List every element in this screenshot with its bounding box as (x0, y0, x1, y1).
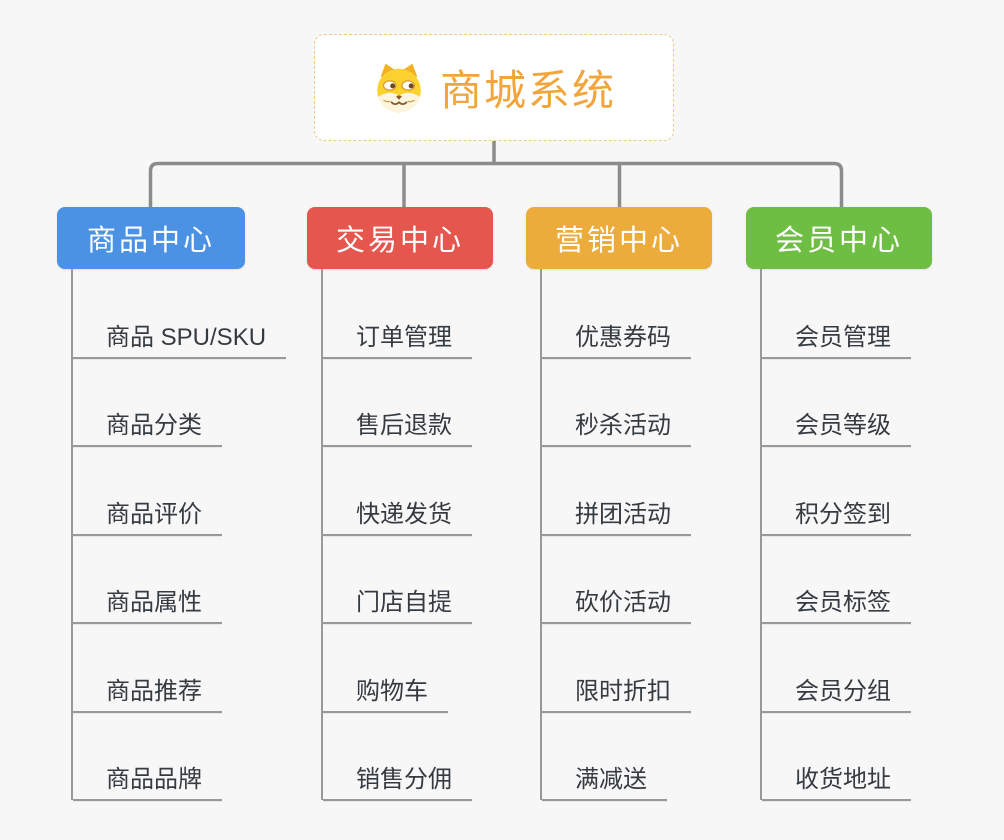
leaf-node[interactable]: 拼团活动 (542, 500, 691, 536)
leaf-node[interactable]: 销售分佣 (323, 765, 472, 801)
leaf-node[interactable]: 商品分类 (73, 411, 222, 447)
branch-children-column: 会员管理会员等级积分签到会员标签会员分组收货地址 (760, 269, 911, 801)
leaf-node[interactable]: 商品推荐 (73, 677, 222, 713)
leaf-node[interactable]: 商品属性 (73, 588, 222, 624)
branch-label: 商品中心 (86, 225, 215, 257)
branch-node-1[interactable]: 商品中心 (57, 207, 245, 269)
leaf-node[interactable]: 快递发货 (323, 500, 472, 536)
branch-label: 交易中心 (335, 225, 464, 257)
leaf-node[interactable]: 会员标签 (762, 588, 911, 624)
leaf-node[interactable]: 商品品牌 (73, 765, 222, 801)
leaf-node[interactable]: 积分签到 (762, 500, 911, 536)
leaf-node[interactable]: 秒杀活动 (542, 411, 691, 447)
leaf-node[interactable]: 限时折扣 (542, 677, 691, 713)
branch-children-column: 订单管理售后退款快递发货门店自提购物车销售分佣 (321, 269, 472, 801)
leaf-node[interactable]: 商品 SPU/SKU (73, 323, 287, 359)
leaf-node[interactable]: 订单管理 (323, 323, 472, 359)
leaf-node[interactable]: 会员分组 (762, 677, 911, 713)
root-title: 商城系统 (439, 67, 616, 114)
leaf-node[interactable]: 优惠券码 (542, 323, 691, 359)
leaf-node[interactable]: 收货地址 (762, 765, 911, 801)
leaf-node[interactable]: 砍价活动 (542, 588, 691, 624)
branch-node-3[interactable]: 营销中心 (526, 207, 712, 269)
leaf-node[interactable]: 会员等级 (762, 411, 911, 447)
branch-children-column: 商品 SPU/SKU 商品分类商品评价商品属性商品推荐商品品牌 (71, 269, 287, 801)
branch-children-column: 优惠券码秒杀活动拼团活动砍价活动限时折扣满减送 (540, 269, 691, 801)
leaf-node[interactable]: 售后退款 (323, 411, 472, 447)
connector-paths (148, 139, 844, 209)
branch-node-2[interactable]: 交易中心 (307, 207, 493, 269)
branch-label: 会员中心 (774, 225, 903, 257)
leaf-node[interactable]: 会员管理 (762, 323, 911, 359)
leaf-node[interactable]: 购物车 (323, 677, 448, 713)
branch-label: 营销中心 (554, 225, 683, 257)
branch-node-4[interactable]: 会员中心 (746, 207, 932, 269)
root-node[interactable]: 商城系统 (314, 34, 674, 141)
leaf-node[interactable]: 商品评价 (73, 500, 222, 536)
leaf-node[interactable]: 门店自提 (323, 588, 472, 624)
leaf-node[interactable]: 满减送 (542, 765, 667, 801)
dog-face-icon (372, 62, 426, 114)
